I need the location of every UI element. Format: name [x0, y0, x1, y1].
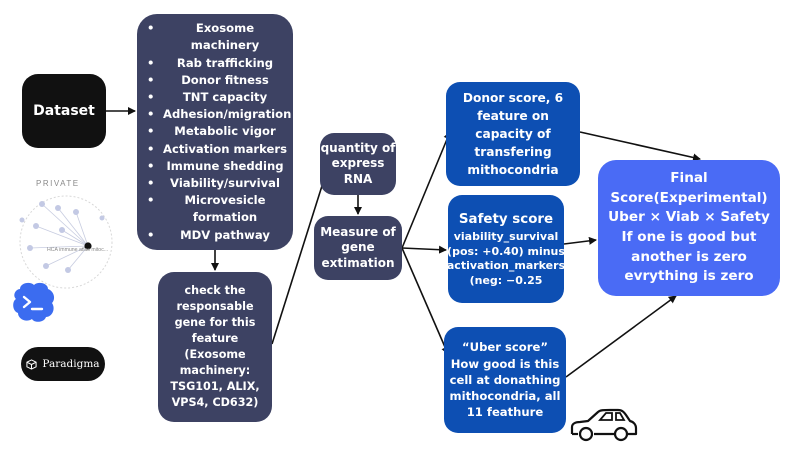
feature-list: Exosome machinery Rab trafficking Donor … — [145, 20, 291, 244]
measure-gene-label: Measure of gene extimation — [320, 224, 396, 270]
terminal-logo-icon — [13, 282, 55, 322]
donor-score-label: Donor score, 6 feature on capacity of tr… — [462, 91, 564, 177]
paradigma-badge: Paradigma — [21, 347, 105, 381]
features-node: Exosome machinery Rab trafficking Donor … — [137, 14, 293, 250]
feature-item: Viability/survival — [145, 175, 287, 192]
arrow-uber-to-final — [565, 295, 677, 378]
arrow-check-to-quantity — [271, 169, 329, 345]
feature-item: MDV pathway — [145, 227, 287, 244]
safety-score-title: Safety score — [458, 212, 554, 227]
feature-item: Activation markers — [145, 141, 287, 158]
arrow-measure-to-uber — [401, 247, 449, 355]
measure-gene-node: Measure of gene extimation — [314, 216, 402, 280]
feature-item: TNT capacity — [145, 89, 287, 106]
feature-item: Metabolic vigor — [145, 123, 287, 140]
arrow-safety-to-final — [563, 236, 597, 245]
private-label: PRIVATE — [36, 179, 80, 188]
paradigma-label: Paradigma — [42, 358, 100, 370]
feature-item: Exosome machinery — [145, 20, 287, 54]
feature-item: Microvesicle formation — [145, 192, 287, 226]
feature-item: Rab trafficking — [145, 55, 287, 72]
arrow-measure-to-donor — [401, 131, 452, 249]
safety-score-body: viability_survival (pos: +0.40) minus ac… — [446, 230, 566, 287]
network-graph-icon — [19, 195, 113, 289]
check-gene-label: check the responsable gene for this feat… — [170, 284, 260, 409]
arrow-measure-to-safety — [401, 245, 447, 254]
final-score-label: Final Score(Experimental) Uber × Viab × … — [608, 170, 770, 285]
quantity-rna-node: quantity of express RNA — [320, 133, 396, 195]
uber-score-node: “Uber score” How good is this cell at do… — [444, 327, 566, 433]
feature-item: Donor fitness — [145, 72, 287, 89]
check-gene-node: check the responsable gene for this feat… — [158, 272, 272, 422]
dataset-label: Dataset — [33, 103, 95, 119]
paradigma-logo-icon — [26, 358, 38, 370]
feature-item: Immune shedding — [145, 158, 287, 175]
car-icon — [570, 408, 638, 442]
dataset-node: Dataset — [22, 74, 106, 148]
donor-score-node: Donor score, 6 feature on capacity of tr… — [446, 82, 580, 186]
network-caption: HCA immune atlas mitoc... — [47, 247, 109, 253]
safety-score-node: Safety score viability_survival (pos: +0… — [446, 195, 566, 303]
final-score-node: Final Score(Experimental) Uber × Viab × … — [598, 160, 780, 296]
quantity-rna-label: quantity of express RNA — [320, 140, 396, 186]
uber-score-label: “Uber score” How good is this cell at do… — [449, 340, 561, 420]
feature-item: Adhesion/migration — [145, 106, 291, 123]
arrow-donor-to-final — [579, 131, 701, 162]
